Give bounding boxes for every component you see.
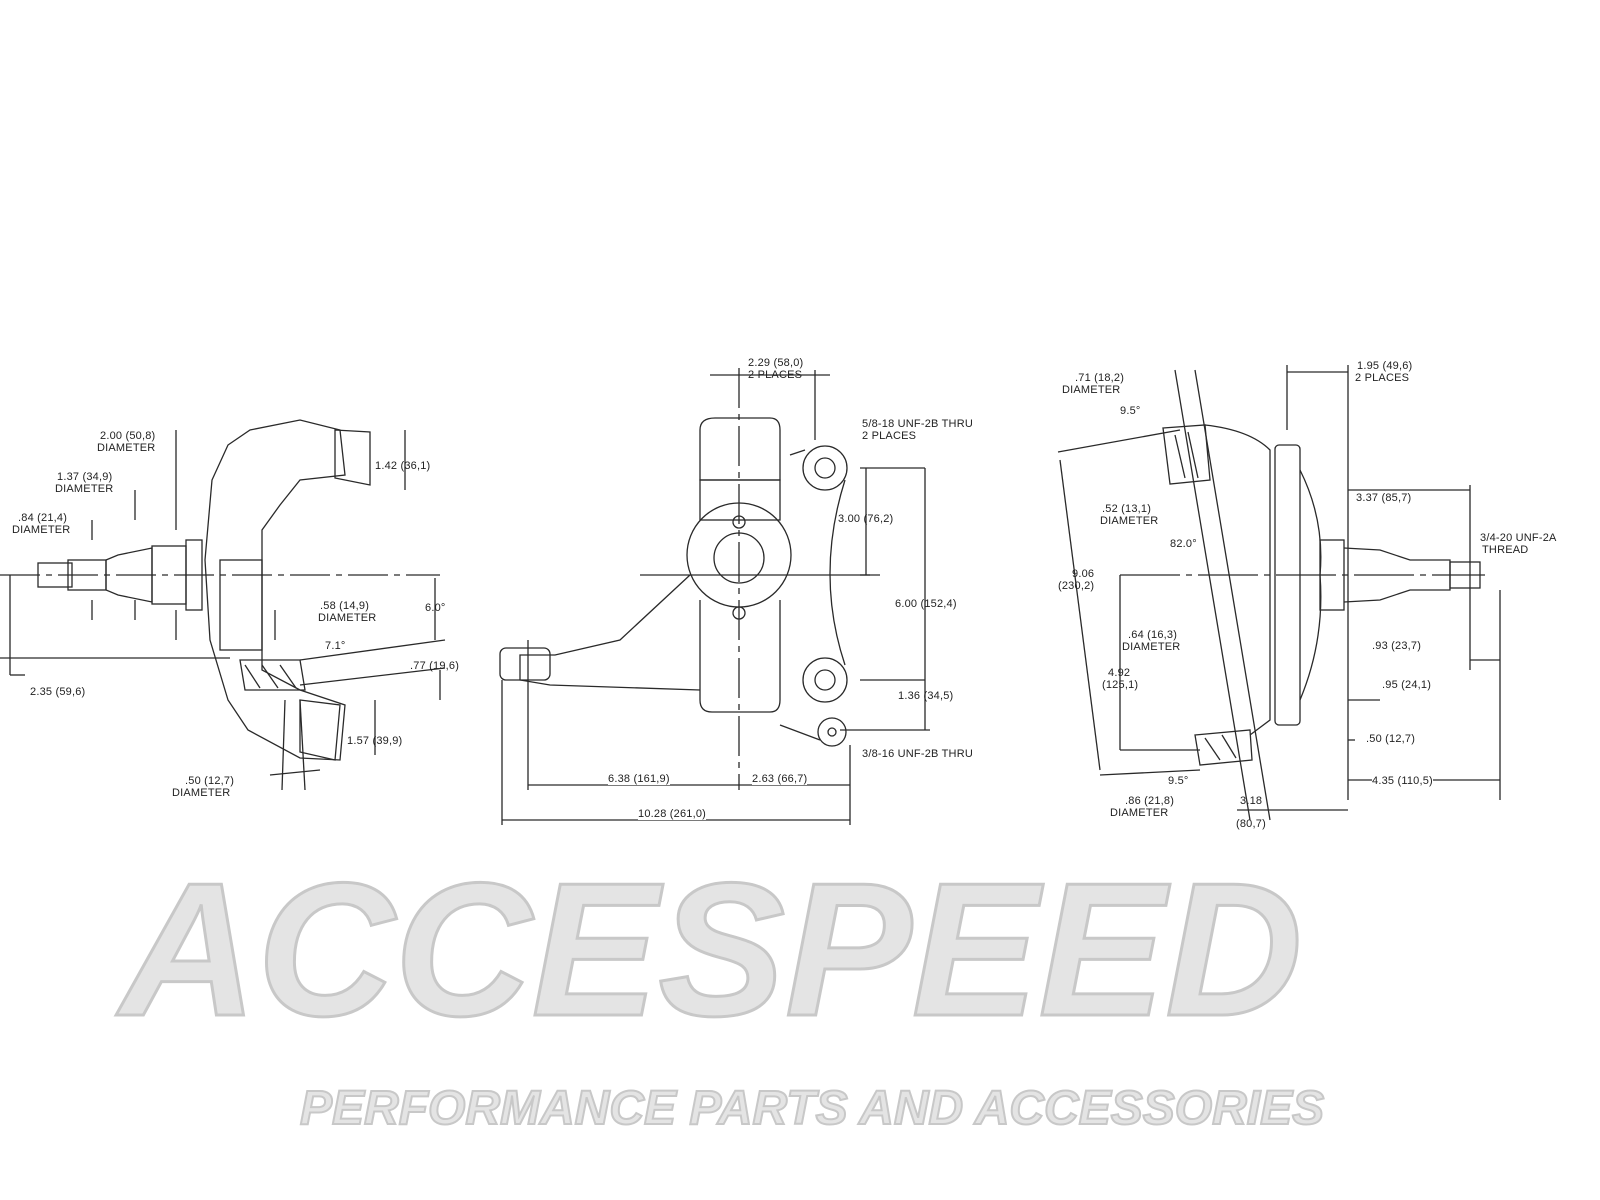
- dim-label: 1.42 (36,1): [375, 460, 431, 472]
- dim-label: DIAMETER: [1122, 641, 1181, 653]
- thread-label: 3/4-20 UNF-2A: [1480, 532, 1557, 544]
- thread-label: 5/8-18 UNF-2B THRU: [862, 418, 973, 430]
- dim-label: 2.63 (66,7): [752, 773, 808, 785]
- dim-label: .86 (21,8): [1125, 795, 1175, 807]
- watermark-tagline: PERFORMANCE PARTS AND ACCESSORIES: [299, 1082, 1325, 1135]
- dim-label: .50 (12,7): [1366, 733, 1416, 745]
- dim-label: 9.06: [1072, 568, 1095, 580]
- dim-label: 2.35 (59,6): [30, 686, 86, 698]
- angle-label: 9.5°: [1120, 405, 1141, 417]
- angle-label: 9.5°: [1168, 775, 1189, 787]
- dim-label: 3.18: [1240, 795, 1263, 807]
- dim-label: (230,2): [1058, 580, 1095, 592]
- dim-label: .95 (24,1): [1382, 679, 1432, 691]
- dim-label: 3.37 (85,7): [1356, 492, 1412, 504]
- dim-label: .52 (13,1): [1102, 503, 1152, 515]
- dim-label: .64 (16,3): [1128, 629, 1178, 641]
- dim-label: 1.95 (49,6): [1357, 360, 1413, 372]
- dim-label: DIAMETER: [55, 483, 114, 495]
- dim-label: 6.00 (152,4): [895, 598, 957, 610]
- dim-label: .84 (21,4): [18, 512, 68, 524]
- right-view-part: [1057, 365, 1501, 821]
- dim-label: (80,7): [1236, 818, 1266, 830]
- thread-label: 3/8-16 UNF-2B THRU: [862, 748, 973, 760]
- dim-label: 10.28 (261,0): [638, 808, 707, 820]
- angle-label: 6.0°: [425, 602, 446, 614]
- thread-label: 2 PLACES: [862, 430, 917, 442]
- dim-label: DIAMETER: [1100, 515, 1159, 527]
- dim-label: 1.37 (34,9): [57, 471, 113, 483]
- dim-label: 4.92: [1108, 667, 1131, 679]
- dim-label: DIAMETER: [172, 787, 231, 799]
- dim-label: DIAMETER: [318, 612, 377, 624]
- angle-label: 82.0°: [1170, 538, 1197, 550]
- dim-label: (125,1): [1102, 679, 1139, 691]
- dim-label: DIAMETER: [12, 524, 71, 536]
- dim-label: 1.36 (34,5): [898, 690, 954, 702]
- dim-label: 2 PLACES: [748, 369, 803, 381]
- thread-label: THREAD: [1482, 544, 1529, 556]
- center-view-part: [499, 368, 930, 825]
- dim-label: .93 (23,7): [1372, 640, 1422, 652]
- dim-label: 6.38 (161,9): [608, 773, 670, 785]
- dim-label: 2.29 (58,0): [748, 357, 804, 369]
- watermark-brand: ACCESPEED: [119, 844, 1304, 1056]
- dim-label: 2.00 (50,8): [100, 430, 156, 442]
- dim-label: DIAMETER: [1062, 384, 1121, 396]
- dim-label: 2 PLACES: [1355, 372, 1410, 384]
- dim-label: 1.57 (39,9): [347, 735, 403, 747]
- dim-label: 3.00 (76,2): [838, 513, 894, 525]
- dim-label: DIAMETER: [97, 442, 156, 454]
- dim-label: .77 (19,6): [410, 660, 460, 672]
- dim-label: 4.35 (110,5): [1372, 775, 1433, 787]
- dim-label: DIAMETER: [1110, 807, 1169, 819]
- left-view-part: [0, 419, 446, 791]
- angle-label: 7.1°: [325, 640, 346, 652]
- dim-label: .71 (18,2): [1075, 372, 1125, 384]
- dim-label: .58 (14,9): [320, 600, 370, 612]
- dim-label: .50 (12,7): [185, 775, 235, 787]
